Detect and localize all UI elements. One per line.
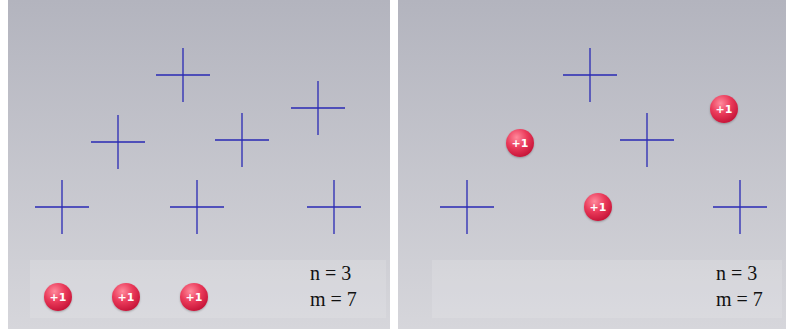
cross-marker (620, 113, 674, 167)
ball-value: +1 (118, 291, 135, 304)
score-ball: +1 (584, 193, 612, 221)
cross-marker (307, 180, 361, 234)
ball-value: +1 (512, 137, 529, 150)
counter-label: m = 7 (716, 289, 763, 309)
score-ball: +1 (44, 283, 72, 311)
score-ball: +1 (180, 283, 208, 311)
score-ball: +1 (112, 283, 140, 311)
ball-value: +1 (590, 201, 607, 214)
cross-marker (215, 113, 269, 167)
ball-value: +1 (716, 103, 733, 116)
cross-marker (35, 180, 89, 234)
counter-label: n = 3 (310, 263, 351, 283)
cross-marker (713, 180, 767, 234)
cross-marker (291, 81, 345, 135)
ball-value: +1 (186, 291, 203, 304)
ball-value: +1 (50, 291, 67, 304)
cross-marker (91, 115, 145, 169)
cross-marker (156, 48, 210, 102)
cross-marker (170, 180, 224, 234)
cross-marker (440, 180, 494, 234)
cross-marker (563, 48, 617, 102)
counter-label: m = 7 (310, 289, 357, 309)
score-ball: +1 (710, 95, 738, 123)
counter-label: n = 3 (716, 263, 757, 283)
score-ball: +1 (506, 129, 534, 157)
